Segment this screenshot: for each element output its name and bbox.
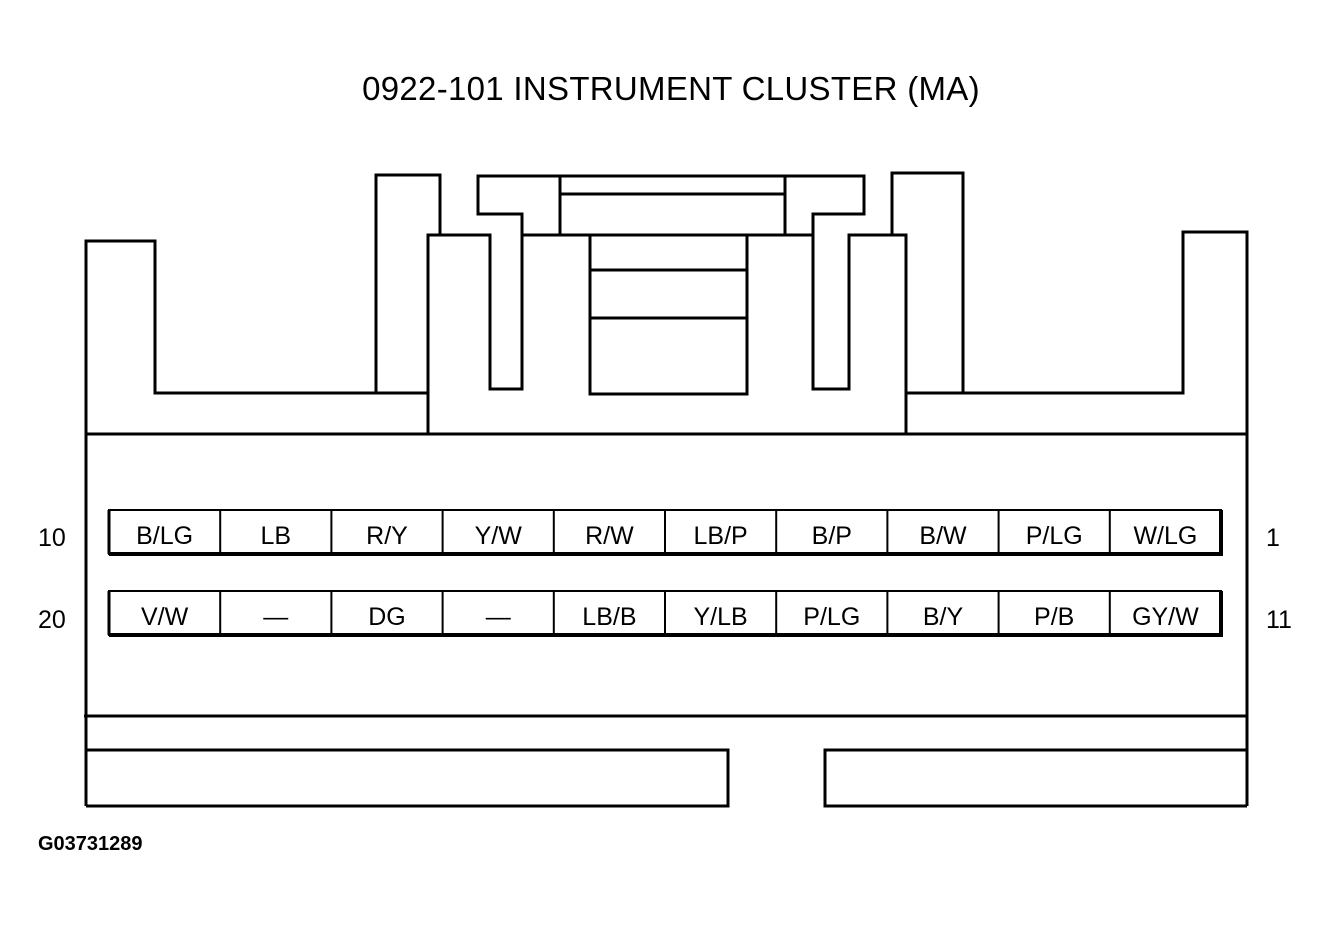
connector-left-outline xyxy=(84,239,428,806)
figure-id: G03731289 xyxy=(38,833,143,855)
top-row-pin-label: R/W xyxy=(585,522,634,550)
bottom-row-left-number: 20 xyxy=(38,606,66,634)
bottom-row-pin-label: P/LG xyxy=(803,603,860,631)
center-block xyxy=(426,233,908,434)
center-key-window xyxy=(588,235,749,396)
bottom-row-shadow xyxy=(109,591,1223,637)
top-row-shadow xyxy=(109,510,1223,556)
bottom-row-pin-label: B/Y xyxy=(923,603,964,631)
left-latch-post xyxy=(374,173,442,393)
diagram-title: 0922-101 INSTRUMENT CLUSTER (MA) xyxy=(362,70,980,107)
top-row-pin-label: LB xyxy=(261,522,292,550)
right-latch-post xyxy=(890,171,965,393)
bottom-row-pin-label: DG xyxy=(368,603,406,631)
bottom-skirt-left xyxy=(86,748,730,808)
bottom-row-pin-label: GY/W xyxy=(1132,603,1199,631)
bottom-row-pin-label: — xyxy=(263,603,288,631)
top-row-pin-label: W/LG xyxy=(1133,522,1197,550)
bottom-skirt-right xyxy=(823,748,1247,808)
top-latch xyxy=(476,174,866,235)
bottom-row-pin-label: Y/LB xyxy=(693,603,747,631)
top-row-right-number: 1 xyxy=(1266,524,1280,552)
bottom-row-pin-label: P/B xyxy=(1034,603,1074,631)
connector-right-outline xyxy=(906,230,1249,806)
top-row-pin-label: LB/P xyxy=(693,522,747,550)
top-row-pin-label: P/LG xyxy=(1026,522,1083,550)
top-row-pin-label: R/Y xyxy=(366,522,408,550)
top-row-pin-label: Y/W xyxy=(475,522,523,550)
bottom-row-right-number: 11 xyxy=(1266,606,1292,634)
top-row-pin-label: B/P xyxy=(812,522,852,550)
top-row-pin-label: B/W xyxy=(919,522,967,550)
top-row-pin-label: B/LG xyxy=(136,522,193,550)
bottom-row-pin-label: LB/B xyxy=(582,603,636,631)
bottom-row-pin-label: V/W xyxy=(141,603,189,631)
bottom-row-pin-label: — xyxy=(486,603,511,631)
top-row-left-number: 10 xyxy=(38,524,66,552)
